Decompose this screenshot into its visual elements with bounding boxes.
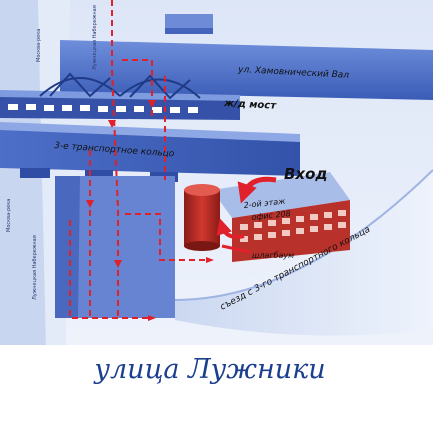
side-label-moskva-reka-top: Москва-река: [36, 29, 42, 62]
round-tower-top: [184, 184, 220, 196]
office-building-front: [232, 200, 350, 262]
exit-ramp-edge: [174, 169, 433, 301]
round-tower: [184, 190, 220, 246]
upper-building: [165, 14, 213, 28]
route-arrows: [86, 100, 214, 321]
entrance-arrow-top: [237, 176, 277, 204]
entrance-label: Вход: [284, 165, 328, 183]
office-building-roof: [212, 172, 350, 218]
exit-ramp: [175, 170, 433, 336]
caption-street-luzhniki: улица Лужники: [94, 354, 326, 385]
side-label-embankment-top: Лужнецкая Набережная: [92, 5, 98, 70]
ring-road-top: [0, 122, 300, 142]
street-luzhniki-shadow: [55, 176, 80, 318]
street-luzhniki: [55, 176, 175, 318]
bridge-truss: [39, 72, 201, 100]
side-label-moskva-reka-left: Москва-река: [6, 199, 12, 232]
bridge-label: ж/д мост: [223, 98, 278, 112]
office-building-windows: [240, 210, 346, 242]
side-label-embankment-left: Лужнецкая Набережная: [32, 235, 38, 300]
barrier-gate: [221, 244, 251, 254]
upper-building-side: [165, 28, 213, 34]
street-khamovnichesky-val: [60, 40, 433, 100]
round-tower-base: [184, 241, 220, 251]
barrier-label: шлагбаум: [252, 251, 294, 260]
floor-label: 2-ой этаж: [243, 197, 286, 210]
bridge-rails: [8, 104, 198, 113]
entrance-arrow-bottom: [216, 218, 245, 239]
office-label: офис 208: [251, 209, 291, 222]
ring-road-deck: [0, 128, 300, 176]
